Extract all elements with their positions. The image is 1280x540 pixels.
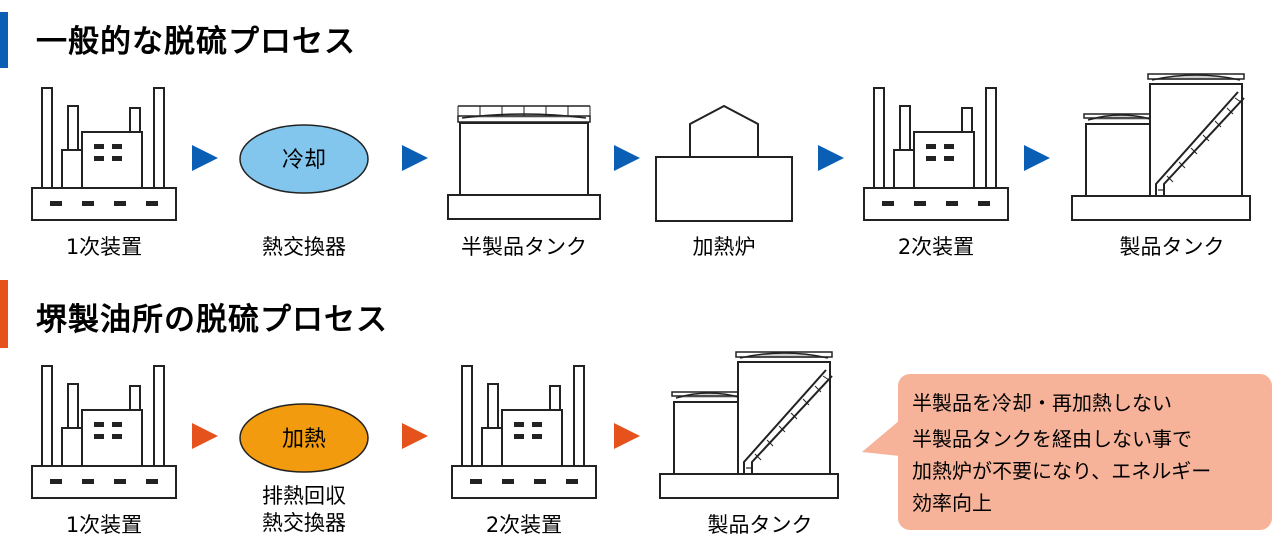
general-heat-exchanger-oval bbox=[239, 124, 369, 194]
sakai-step-3-label: 2次装置 bbox=[486, 513, 562, 537]
sakai-arrow-3-icon bbox=[614, 423, 640, 449]
general-step-6-label: 製品タンク bbox=[1120, 235, 1225, 259]
sakai-oval-text: 加熱 bbox=[282, 427, 326, 452]
general-product-tank-icon bbox=[1071, 73, 1251, 221]
general-accent-bar bbox=[0, 12, 8, 68]
sakai-heat-recovery-oval bbox=[239, 403, 369, 473]
callout-line-4: 効率向上 bbox=[912, 491, 992, 515]
callout-line-3: 加熱炉が不要になり、エネルギー bbox=[912, 459, 1211, 483]
general-primary-unit-icon bbox=[31, 87, 177, 221]
sakai-title: 堺製油所の脱硫プロセス bbox=[36, 302, 388, 338]
sakai-step-4-label: 製品タンク bbox=[708, 513, 813, 537]
sakai-step-1-label: 1次装置 bbox=[66, 513, 142, 537]
general-title: 一般的な脱硫プロセス bbox=[36, 24, 356, 60]
general-furnace-icon bbox=[655, 104, 793, 222]
sakai-arrow-2-icon bbox=[402, 423, 428, 449]
general-arrow-5-icon bbox=[1024, 145, 1050, 171]
sakai-arrow-1-icon bbox=[192, 423, 218, 449]
sakai-callout bbox=[862, 374, 1272, 530]
general-step-5-label: 2次装置 bbox=[898, 235, 974, 259]
callout-line-1: 半製品を冷却・再加熱しない bbox=[912, 391, 1172, 415]
sakai-secondary-unit-icon bbox=[451, 365, 597, 499]
general-arrow-3-icon bbox=[614, 145, 640, 171]
sakai-primary-unit-icon bbox=[31, 365, 177, 499]
general-arrow-2-icon bbox=[402, 145, 428, 171]
sakai-step-2-label-line2: 熱交換器 bbox=[262, 511, 346, 535]
general-arrow-4-icon bbox=[818, 145, 844, 171]
callout-line-2: 半製品タンクを経由しない事で bbox=[912, 427, 1192, 451]
general-step-4-label: 加熱炉 bbox=[693, 235, 756, 259]
general-arrow-1-icon bbox=[192, 145, 218, 171]
general-step-1-label: 1次装置 bbox=[66, 235, 142, 259]
general-oval-text: 冷却 bbox=[282, 148, 326, 173]
general-step-3-label: 半製品タンク bbox=[461, 235, 587, 259]
sakai-accent-bar bbox=[0, 280, 8, 348]
general-step-2-label: 熱交換器 bbox=[262, 235, 346, 259]
sakai-product-tank-icon bbox=[659, 351, 839, 499]
sakai-step-2-label-line1: 排熱回収 bbox=[262, 484, 346, 508]
general-secondary-unit-icon bbox=[863, 87, 1009, 221]
general-semi-tank-icon bbox=[447, 105, 601, 220]
